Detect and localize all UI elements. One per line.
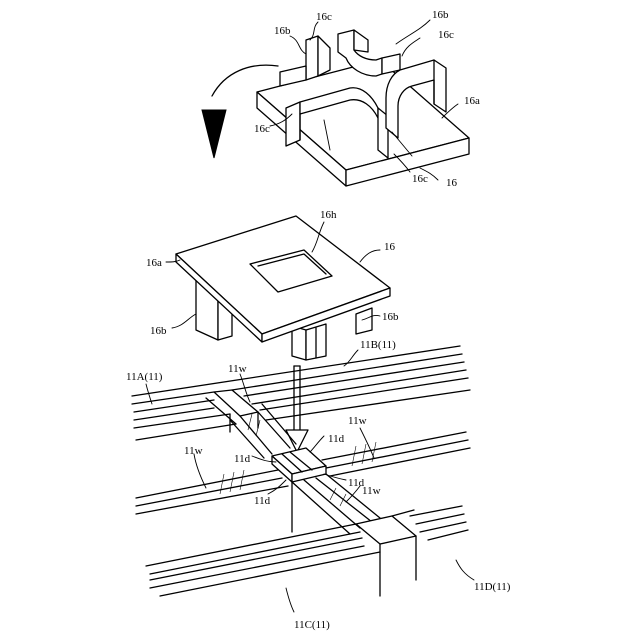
label-11c: 11C(11) [294, 619, 330, 631]
label-16-middle: 16 [384, 241, 396, 253]
label-11d-rail: 11D(11) [474, 581, 511, 593]
label-11b: 11B(11) [360, 339, 396, 351]
label-16b-top-left: 16b [274, 25, 291, 37]
label-16h: 16h [320, 209, 337, 221]
label-11w-left: 11w [184, 445, 203, 457]
label-16b-middle-left: 16b [150, 325, 167, 337]
coupling-member-inverted [257, 30, 469, 186]
label-11a: 11A(11) [126, 371, 163, 383]
label-11d-top: 11d [328, 433, 345, 445]
label-11w-right: 11w [348, 415, 367, 427]
label-11w-top: 11w [228, 363, 247, 375]
label-16c-left: 16c [254, 123, 270, 135]
label-16b-top-right: 16b [432, 9, 449, 21]
label-16c-top-right: 16c [438, 29, 454, 41]
label-11d-left: 11d [234, 453, 251, 465]
label-16a-top: 16a [464, 95, 480, 107]
bottom-leaders [146, 350, 474, 612]
label-11d-right: 11d [348, 477, 365, 489]
coupling-member-upright [176, 216, 390, 360]
label-16b-middle-right: 16b [382, 311, 399, 323]
label-16-top: 16 [446, 177, 458, 189]
label-11d-bottom: 11d [254, 495, 271, 507]
label-11w-bottom: 11w [362, 485, 381, 497]
label-16c-top: 16c [316, 11, 332, 23]
label-16c-bottom: 16c [412, 173, 428, 185]
arrowhead-icon [202, 110, 226, 158]
rail-grid [132, 346, 470, 596]
label-16a-middle: 16a [146, 257, 162, 269]
